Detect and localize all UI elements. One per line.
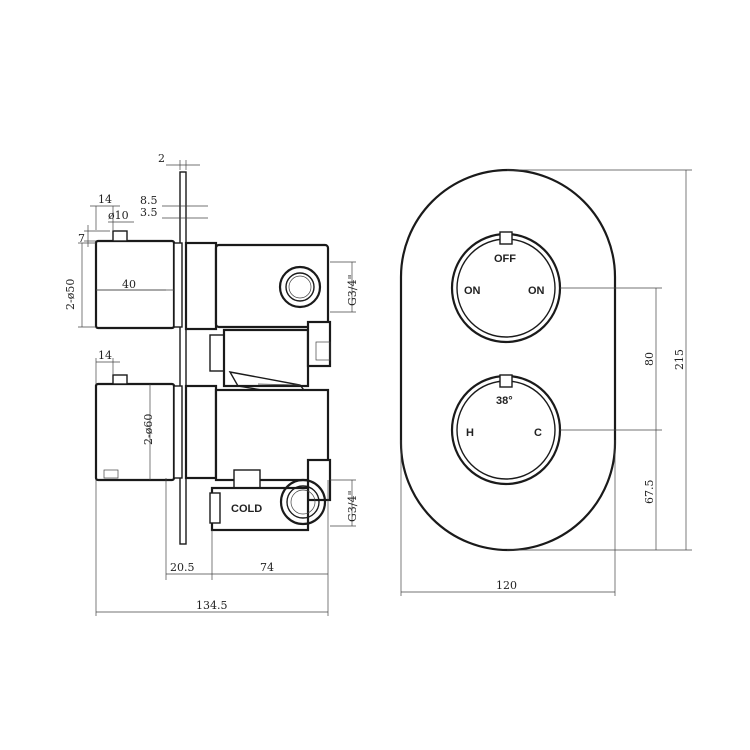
dim-total-depth: 134.5 [196, 599, 228, 612]
dim-front-depth: 20.5 [170, 561, 195, 574]
dim-bottom-offset: 67.5 [643, 480, 656, 505]
front-view: OFF ON ON 38° H C 120 215 [399, 168, 692, 596]
dim-8-5: 8.5 [140, 194, 158, 207]
top-handle [94, 230, 183, 330]
top-dial-on-left: ON [464, 285, 481, 297]
cover-plate [399, 168, 617, 552]
dim-width: 120 [496, 579, 517, 592]
dim-bottom-pin-offset: 14 [98, 349, 112, 362]
dim-bottom-knob-dia: 2-ø60 [142, 414, 155, 445]
dim-plate-thickness: 2 [158, 152, 165, 165]
dim-pin-height: 7 [78, 232, 85, 245]
valve-body: COLD [184, 241, 332, 532]
dim-3-5: 3.5 [140, 206, 158, 219]
bottom-dial-cold: C [534, 427, 542, 439]
dim-top-knob-len: 40 [122, 278, 136, 291]
top-dial-on-right: ON [528, 285, 545, 297]
dim-inlet-top: G3/4" [346, 274, 359, 306]
side-dimensions: 2 8.5 3.5 14 ø10 7 2-ø50 [64, 152, 359, 616]
bottom-dial: 38° H C [450, 374, 562, 486]
dim-body-depth: 74 [260, 561, 274, 574]
dim-inlet-bottom: G3/4" [346, 490, 359, 522]
front-dimensions: 120 215 80 67.5 [400, 169, 692, 596]
dim-pin-dia: ø10 [108, 209, 129, 222]
dim-center-distance: 80 [643, 352, 656, 366]
bottom-dial-temp: 38° [496, 395, 513, 407]
wall-plate [179, 171, 187, 545]
bottom-handle [94, 374, 183, 482]
cold-label: COLD [231, 503, 262, 515]
dim-height: 215 [673, 349, 686, 370]
side-view: COLD 2 8.5 3.5 14 ø10 7 [64, 152, 359, 616]
dim-top-knob-dia: 2-ø50 [64, 279, 77, 310]
bottom-dial-hot: H [466, 427, 474, 439]
top-dial-off: OFF [494, 253, 516, 265]
dim-pin-offset: 14 [98, 193, 112, 206]
